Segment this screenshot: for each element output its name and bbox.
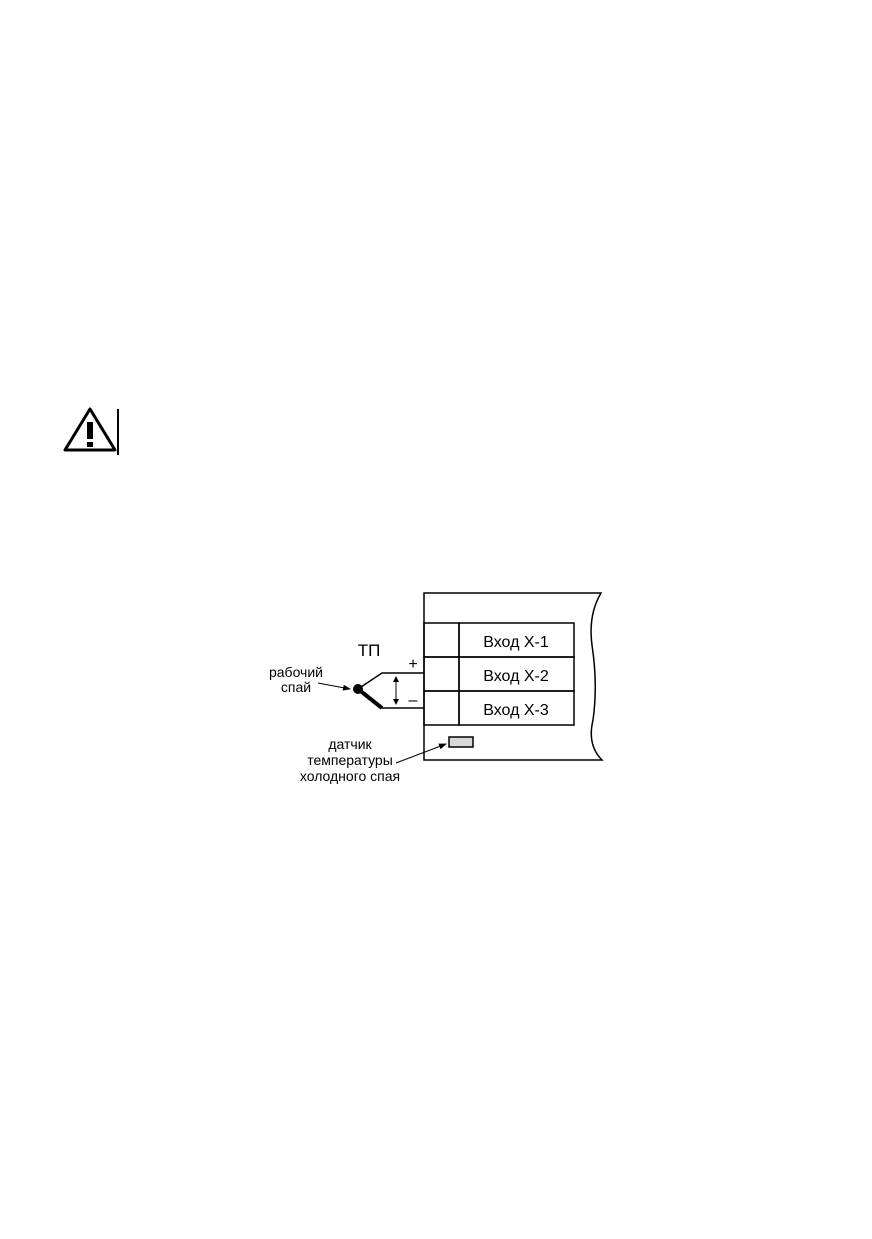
terminal-block-2 bbox=[423, 656, 460, 692]
terminal-block-1 bbox=[423, 622, 460, 658]
working-junction-pointer bbox=[317, 682, 351, 691]
cold-sensor-pointer bbox=[395, 743, 447, 764]
input-cell-3 bbox=[458, 690, 575, 726]
working-junction-label-line1: рабочий bbox=[269, 664, 323, 680]
working-junction-label-line2: спай bbox=[281, 679, 311, 695]
plus-sign: + bbox=[408, 656, 417, 673]
cold-junction-sensor bbox=[448, 736, 474, 748]
thermocouple-wire-plus bbox=[357, 672, 424, 690]
cold-sensor-label-line3: холодного спая bbox=[300, 768, 400, 784]
minus-sign: – bbox=[409, 692, 418, 709]
terminal-block-3 bbox=[423, 690, 460, 726]
warning-divider bbox=[117, 409, 119, 455]
working-junction-dot bbox=[353, 684, 363, 694]
device-body bbox=[423, 592, 604, 761]
thermocouple-wiring-diagram: Вход Х-1 Вход Х-2 Вход Х-3 + – ТП рабочи… bbox=[250, 585, 610, 800]
cold-sensor-label-line1: датчик bbox=[328, 736, 372, 752]
thermocouple-wire-minus-thick bbox=[356, 687, 384, 710]
warning-triangle-icon bbox=[62, 406, 124, 458]
tp-label: ТП bbox=[358, 641, 381, 660]
input-label-1: Вход Х-1 bbox=[483, 634, 549, 651]
input-label-2: Вход Х-2 bbox=[483, 668, 549, 685]
input-label-3: Вход Х-3 bbox=[483, 702, 549, 719]
cold-sensor-label-line2: температуры bbox=[307, 752, 393, 768]
